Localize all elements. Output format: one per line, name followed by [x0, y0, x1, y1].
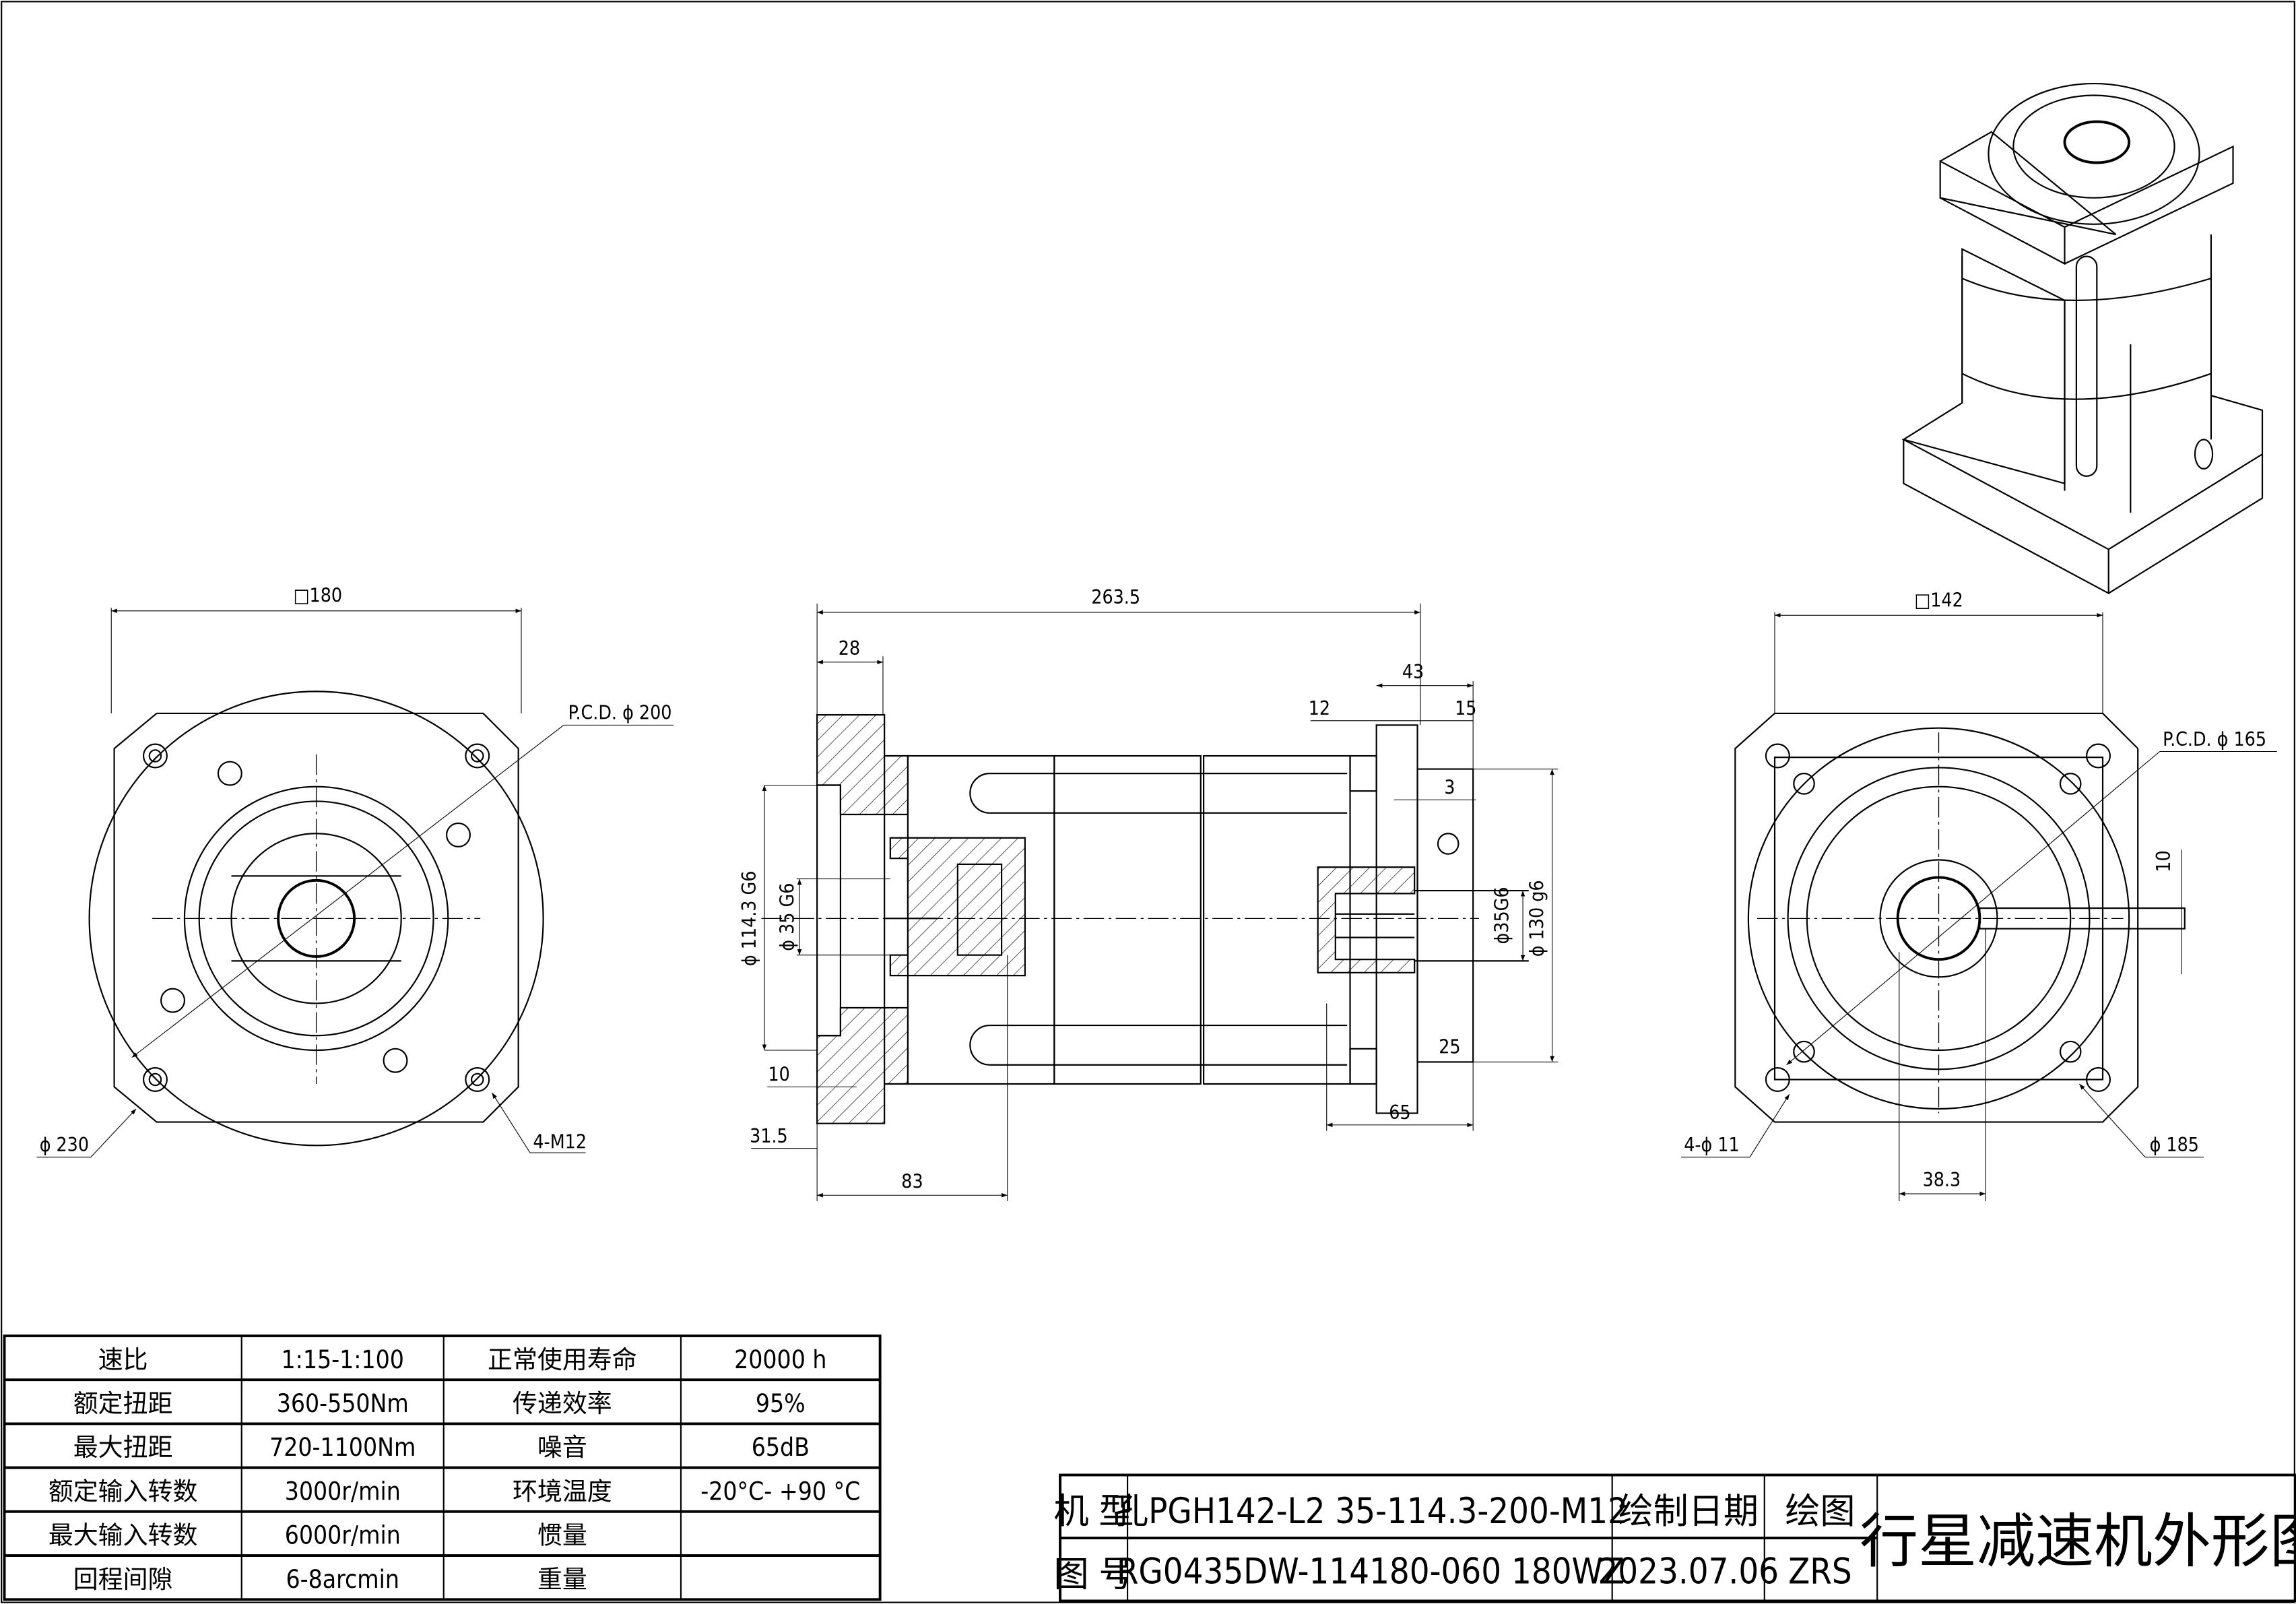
title-block: 机 型 孔PGH142-L2 35-114.3-200-M12 绘制日期 绘图 …: [1053, 1473, 2296, 1603]
square-dim-label: □142: [1914, 589, 1963, 611]
isometric-view: [1901, 83, 2264, 595]
shaft-dia-label: ϕ 114.3 G6: [738, 871, 760, 967]
dim-83-label: 83: [901, 1170, 923, 1192]
drawing-title: 行星减速机外形图: [1860, 1507, 2296, 1576]
spec-value: -20°C- +90 °C: [700, 1477, 860, 1506]
drafter-value: ZRS: [1788, 1551, 1852, 1592]
dim-12-label: 12: [1309, 697, 1330, 719]
spec-value: 6-8arcmin: [286, 1565, 399, 1594]
spec-value: 3000r/min: [285, 1477, 401, 1506]
spec-label: 额定输入转数: [48, 1477, 198, 1506]
spec-label: 正常使用寿命: [488, 1345, 637, 1374]
dim-65-label: 65: [1389, 1101, 1410, 1124]
model-label: 机 型: [1053, 1491, 1134, 1532]
spec-label: 额定扭距: [73, 1389, 173, 1418]
spec-label: 最大扭距: [73, 1433, 173, 1462]
output-length-label: 43: [1402, 661, 1424, 683]
spec-label: 惯量: [537, 1521, 587, 1550]
spec-label: 最大输入转数: [48, 1521, 198, 1550]
spec-label: 传递效率: [513, 1389, 612, 1418]
spec-value: 95%: [756, 1389, 806, 1418]
right-input-view: □142 P.C.D. ϕ 165 10 4-ϕ 11 ϕ 185 38.3: [1680, 589, 2277, 1201]
overall-length-label: 263.5: [1091, 586, 1140, 608]
left-front-view: □180 P.C.D. ϕ 200 ϕ 230 4-M12: [36, 585, 674, 1158]
dim-31-5-label: 31.5: [750, 1125, 788, 1147]
drawing-no-label: 图 号: [1053, 1555, 1134, 1595]
flange-thickness-label: 28: [839, 637, 860, 660]
model-value: 孔PGH142-L2 35-114.3-200-M12: [1113, 1491, 1628, 1532]
spec-value: 20000 h: [734, 1345, 826, 1374]
spec-value: 720-1100Nm: [269, 1433, 416, 1462]
side-section-view: 263.5 28 43 12 15 3 ϕ 114.3 G6 ϕ 35 G6 ϕ…: [738, 586, 1559, 1201]
drawing-no-value: RG0435DW-114180-060 180WZ: [1117, 1551, 1625, 1592]
date-value: 2023.07.06: [1598, 1551, 1779, 1592]
spec-value: 65dB: [752, 1433, 810, 1462]
spec-label: 回程间隙: [73, 1565, 173, 1594]
spec-label: 噪音: [537, 1433, 587, 1462]
square-dim-label: □180: [294, 585, 343, 607]
dim-15-label: 15: [1455, 697, 1476, 719]
keyway-label: 10: [2153, 850, 2175, 872]
dim-10-label: 10: [768, 1064, 789, 1086]
bolt-holes-label: 4-M12: [533, 1131, 587, 1153]
key-height-label: 38.3: [1923, 1169, 1961, 1191]
spec-value: 360-550Nm: [277, 1389, 409, 1418]
date-label: 绘制日期: [1618, 1491, 1759, 1532]
outer-dia-label: ϕ 230: [40, 1134, 89, 1156]
bolt-holes: [142, 743, 490, 1092]
dim-3-label: 3: [1444, 777, 1455, 799]
outer-dia-label: ϕ 185: [2150, 1134, 2199, 1156]
drafter-label: 绘图: [1785, 1491, 1855, 1532]
spec-value: 1:15-1:100: [282, 1345, 404, 1374]
input-pilot-label: ϕ 130 g6: [1526, 880, 1548, 957]
spec-label: 重量: [537, 1565, 587, 1594]
pcd-label: P.C.D. ϕ 165: [2163, 728, 2266, 750]
spec-table: 速比 1:15-1:100 正常使用寿命 20000 h 额定扭距 360-550Nm 传递…: [3, 1335, 882, 1601]
holes-label: 4-ϕ 11: [1684, 1134, 1740, 1156]
spec-label: 环境温度: [513, 1477, 612, 1506]
spec-value: 6000r/min: [285, 1521, 401, 1550]
dim-25-label: 25: [1439, 1035, 1460, 1058]
input-bore-label: ϕ35G6: [1490, 887, 1513, 944]
bore-dia-label: ϕ 35 G6: [776, 883, 798, 951]
spec-label: 速比: [98, 1345, 148, 1374]
pcd-label: P.C.D. ϕ 200: [568, 702, 672, 724]
